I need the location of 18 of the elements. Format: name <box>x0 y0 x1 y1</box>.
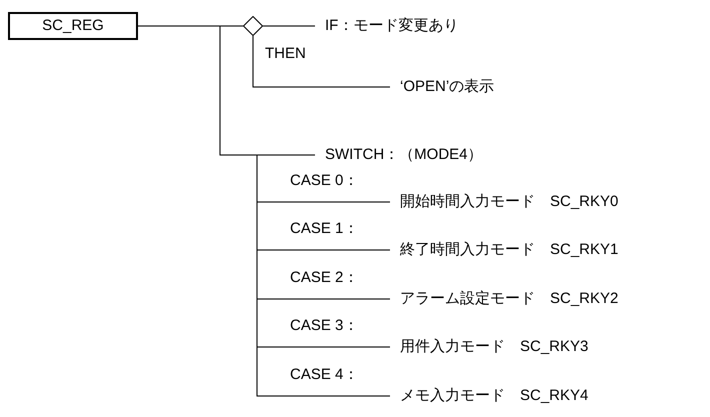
edge-label: CASE 1： <box>290 220 358 238</box>
step-text: アラーム設定モード SC_RKY2 <box>390 290 618 308</box>
switch-text: SWITCH：（MODE4） <box>315 146 482 164</box>
decision-diamond <box>243 16 263 36</box>
step-text: 開始時間入力モード SC_RKY0 <box>390 193 618 211</box>
edge-label: CASE 2： <box>290 269 358 287</box>
step-text: ‘OPEN’の表示 <box>390 78 494 96</box>
connector-line <box>256 154 390 396</box>
process-box: SC_REG <box>8 12 138 40</box>
step-text: 用件入力モード SC_RKY3 <box>390 338 588 356</box>
connector-line <box>252 36 390 88</box>
edge-label: CASE 3： <box>290 317 358 335</box>
step-text: メモ入力モード SC_RKY4 <box>390 387 588 405</box>
condition-text: IF：モード変更あり <box>315 17 458 35</box>
edge-label: CASE 0： <box>290 172 358 190</box>
edge-label: CASE 4： <box>290 366 358 384</box>
edge-label: THEN <box>265 45 306 63</box>
step-text: 終了時間入力モード SC_RKY1 <box>390 241 618 259</box>
